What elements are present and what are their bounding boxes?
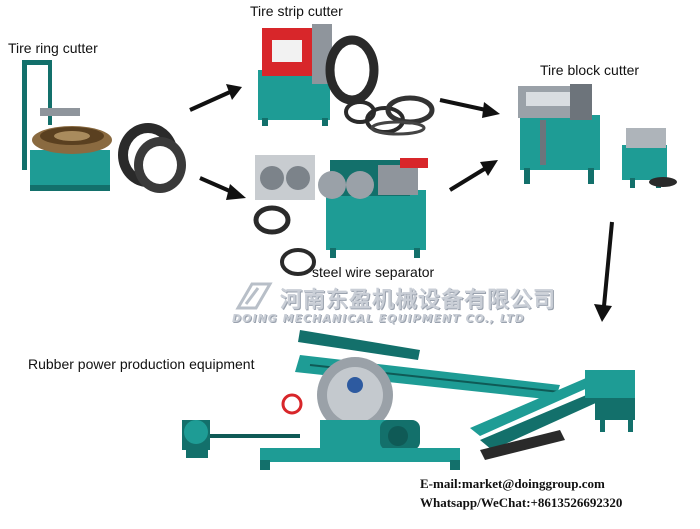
tire-block-cutter-machine xyxy=(518,84,600,184)
arrow-ring-to-strip xyxy=(189,84,242,112)
rubber-powder-equipment-label: Rubber power production equipment xyxy=(28,356,255,372)
rubber-powder-production-line xyxy=(182,330,635,470)
wire-separator-detail-images xyxy=(253,155,316,276)
tire-ring-cutter-label: Tire ring cutter xyxy=(8,40,98,56)
steel-wire-separator-label: steel wire separator xyxy=(312,264,435,280)
tire-strip-cutter-label: Tire strip cutter xyxy=(250,3,343,19)
tire-strip-cutter-machine xyxy=(258,24,379,126)
small-block-cutter-machine xyxy=(622,128,677,188)
arrow-ring-to-separator xyxy=(199,176,246,200)
steel-wire-separator-machine xyxy=(318,158,428,258)
rubber-strips-image xyxy=(344,95,435,136)
tire-ring-cutter-machine xyxy=(22,60,112,191)
watermark-english: DOING MECHANICAL EQUIPMENT CO., LTD xyxy=(232,312,525,325)
arrow-block-to-powder xyxy=(594,221,614,322)
watermark-chinese: 河南东盈机械设备有限公司 xyxy=(280,288,557,313)
contact-whatsapp: Whatsapp/WeChat:+8613526692320 xyxy=(420,495,623,510)
watermark-logo xyxy=(235,282,273,310)
arrow-strip-to-block xyxy=(439,98,500,118)
contact-email: E-mail:market@doinggroup.com xyxy=(420,476,605,491)
tire-block-cutter-label: Tire block cutter xyxy=(540,62,640,78)
arrow-separator-to-block xyxy=(448,160,498,192)
tire-rings-image xyxy=(118,123,186,193)
